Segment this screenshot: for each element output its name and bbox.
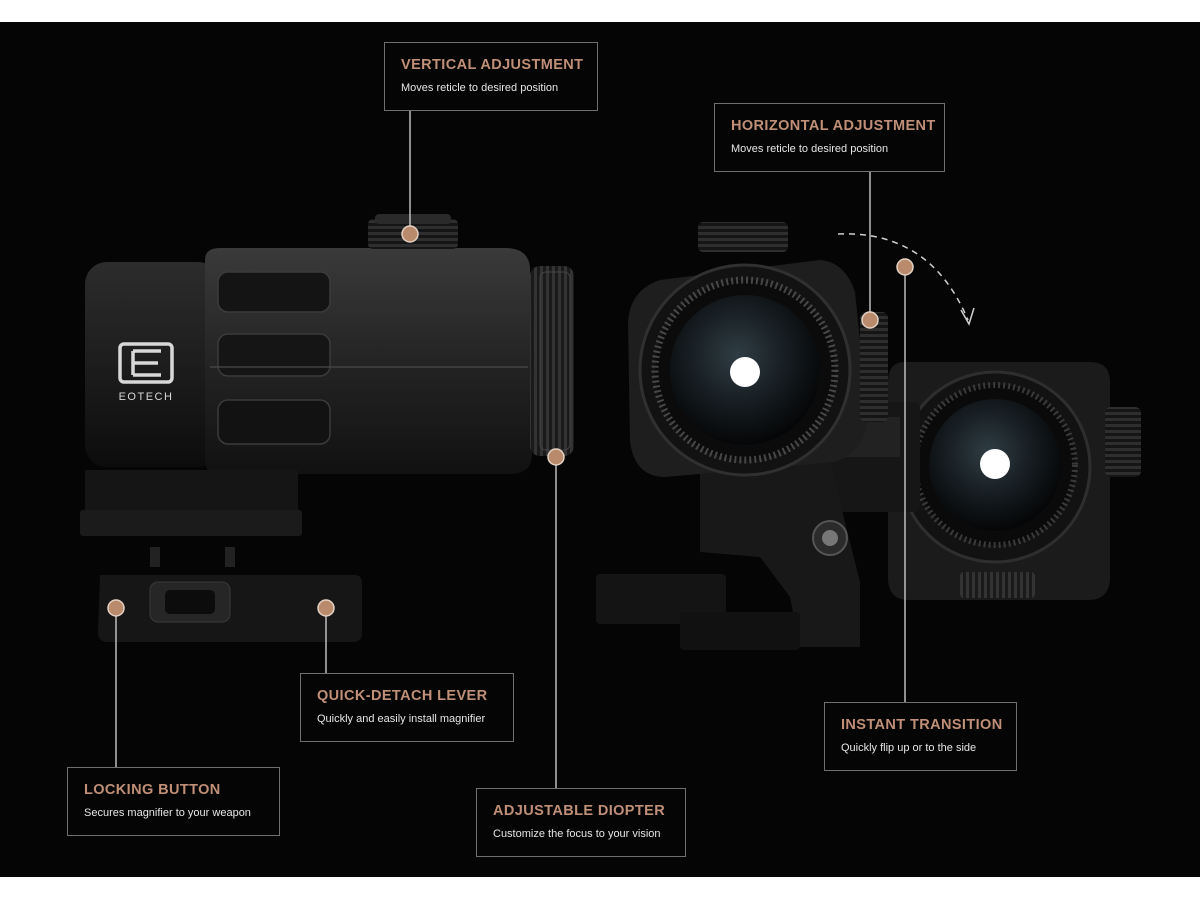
callout-title: QUICK-DETACH LEVER [317,688,488,704]
grip-panel [217,399,331,445]
logo-text: EOTECH [119,391,174,403]
magnifier-side-view: EOTECH [80,214,574,642]
callout-description: Customize the focus to your vision [493,828,661,840]
callout-title: ADJUSTABLE DIOPTER [493,803,666,819]
product-feature-graphic: EOTECH [0,22,1200,877]
side-turret [1105,407,1141,477]
marker-instant [896,258,914,276]
callout-description: Quickly flip up or to the side [841,742,977,754]
grip-panel [217,333,331,377]
callout-title: INSTANT TRANSITION [841,717,1003,733]
marker-vertical [401,225,419,243]
callout-title: LOCKING BUTTON [84,782,221,798]
callout-description: Moves reticle to desired position [731,143,889,155]
callout-description: Quickly and easily install magnifier [317,713,486,725]
top-turret [698,222,788,252]
flip-arrow [837,233,969,321]
eotech-logo: EOTECH [118,342,174,403]
flip-mount [700,462,860,647]
callout-description: Moves reticle to desired position [401,82,559,94]
callout-title: VERTICAL ADJUSTMENT [401,57,584,73]
reticle-dot [980,449,1010,479]
callout-instant-transition: INSTANT TRANSITION Quickly flip up or to… [824,702,1017,771]
leader-lines [115,111,906,788]
callout-description: Secures magnifier to your weapon [84,807,251,819]
mount-base [85,470,298,522]
grip-panel [217,271,331,313]
horizontal-turret [860,312,888,422]
callout-vertical-adjustment: VERTICAL ADJUSTMENT Moves reticle to des… [384,42,598,111]
magnifier-rear-view [596,222,1141,650]
callout-quick-detach-lever: QUICK-DETACH LEVER Quickly and easily in… [300,673,514,742]
marker-locking [107,599,125,617]
callout-adjustable-diopter: ADJUSTABLE DIOPTER Customize the focus t… [476,788,686,857]
marker-diopter [547,448,565,466]
reticle-dot [730,357,760,387]
callout-locking-button: LOCKING BUTTON Secures magnifier to your… [67,767,280,836]
callout-horizontal-adjustment: HORIZONTAL ADJUSTMENT Moves reticle to d… [714,103,945,172]
diopter-ring [530,266,574,456]
marker-quick-detach [317,599,335,617]
callout-title: HORIZONTAL ADJUSTMENT [731,118,936,134]
magnifier-illustration: EOTECH [80,111,1141,788]
marker-horizontal [861,311,879,329]
markers [107,225,914,617]
